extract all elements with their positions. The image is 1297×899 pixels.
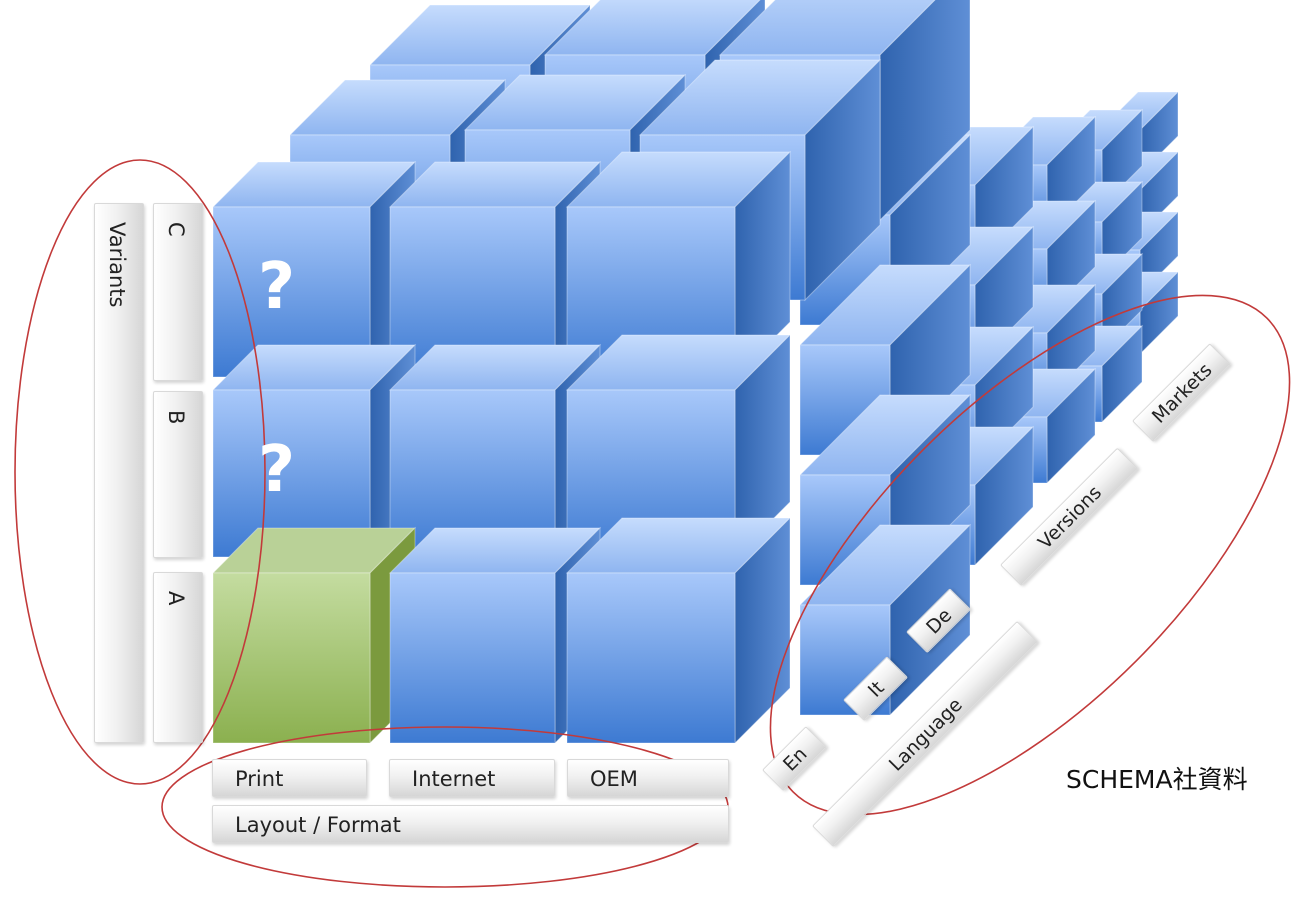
layout-oem-label: OEM xyxy=(567,759,729,797)
variants-ellipse xyxy=(14,159,266,785)
variants-axis-text: Variants xyxy=(105,222,129,308)
layout-print-label: Print xyxy=(212,759,367,797)
cube-front-face xyxy=(566,572,736,744)
front-cube xyxy=(211,343,417,559)
question-mark-c: ? xyxy=(258,250,296,324)
variant-a-label: A xyxy=(153,572,203,743)
cube-front-face xyxy=(212,572,371,744)
front-cube xyxy=(565,150,792,379)
front-cube xyxy=(565,516,792,745)
variant-b-label: B xyxy=(153,391,203,558)
layout-internet-label: Internet xyxy=(389,759,555,797)
question-mark-b: ? xyxy=(258,433,296,507)
variant-b-text: B xyxy=(164,410,188,425)
variant-c-label: C xyxy=(153,203,203,381)
variants-axis-label: Variants xyxy=(94,203,144,743)
cube-front-face xyxy=(389,572,556,744)
source-note: SCHEMA社資料 xyxy=(1066,765,1248,794)
highlighted-cube xyxy=(211,526,417,745)
variant-a-text: A xyxy=(164,591,188,606)
front-cube xyxy=(565,333,792,559)
layout-axis-label: Layout / Format xyxy=(212,805,729,843)
cube-grid xyxy=(211,0,1180,745)
language-ellipse xyxy=(769,294,1291,816)
variant-c-text: C xyxy=(164,222,188,237)
